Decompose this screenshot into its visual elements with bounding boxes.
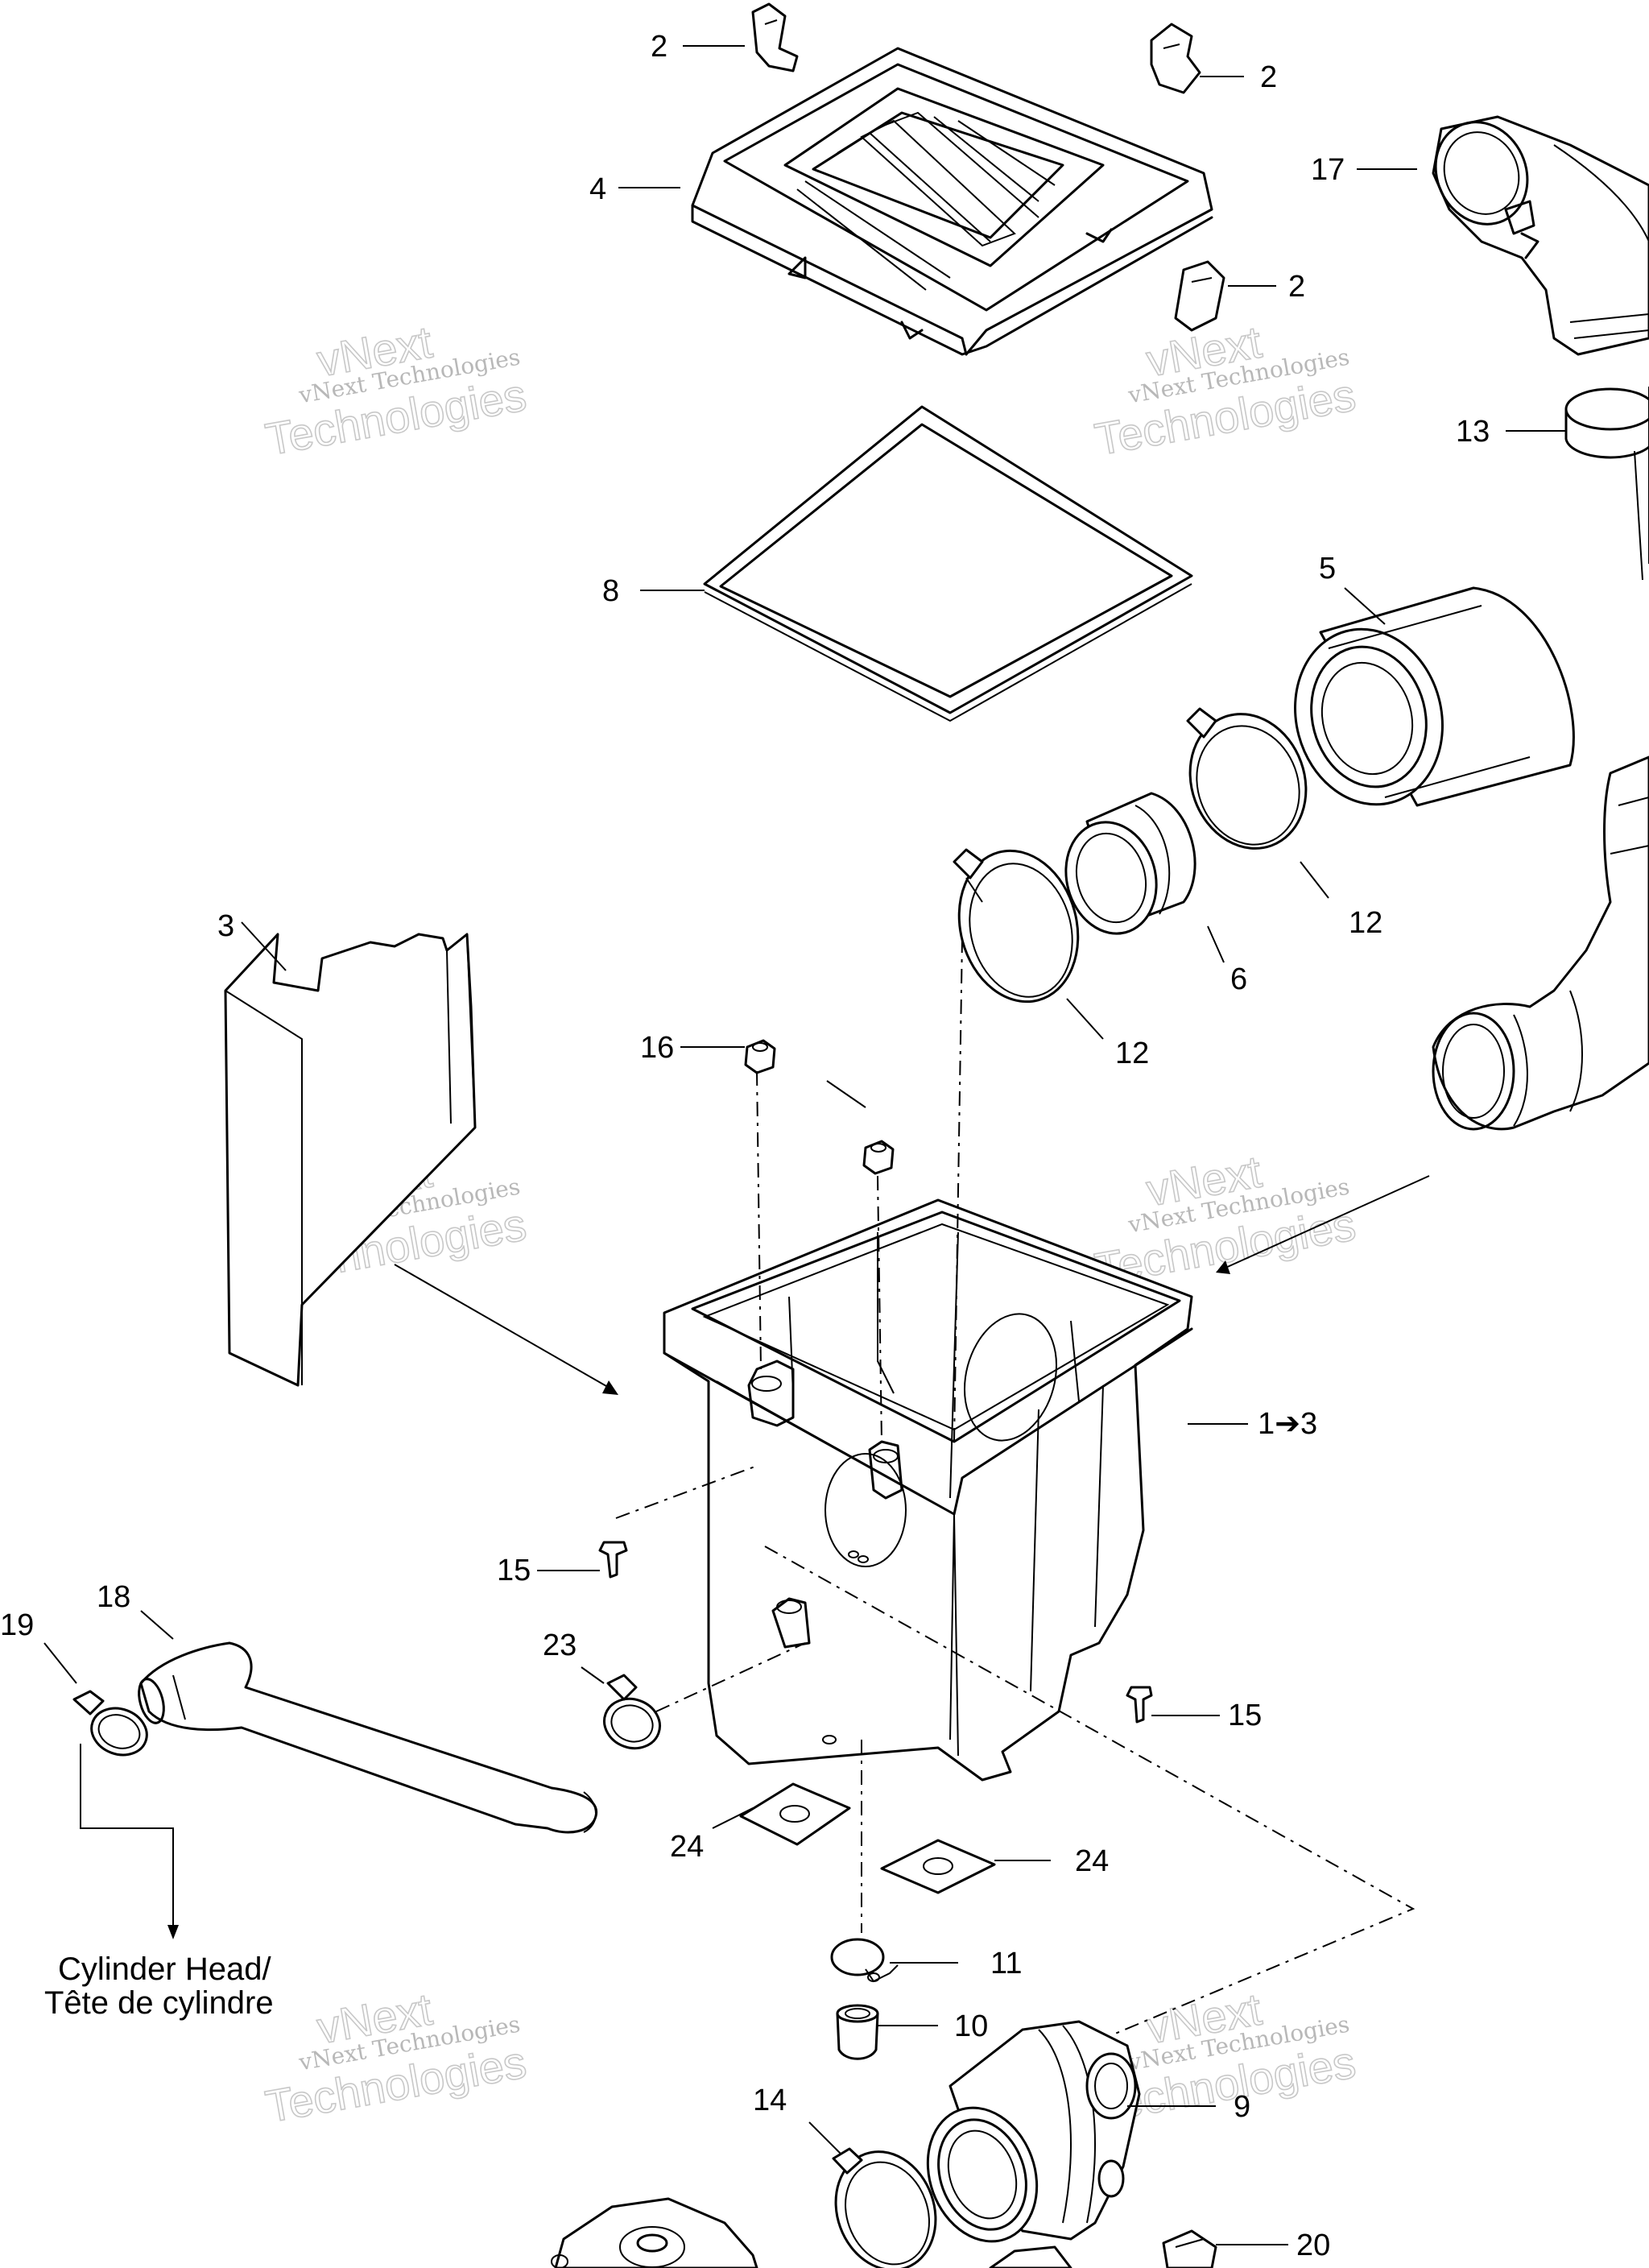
part-15-bolt-a: [598, 1541, 628, 1579]
part-24-pad-a: [739, 1782, 851, 1846]
part-11-spring-clip: [830, 1938, 899, 1983]
part-15-bolt-b: [1126, 1686, 1153, 1724]
callout-11: 11: [990, 1947, 1022, 1980]
part-12-hose-clamp-lower: [953, 848, 1080, 1004]
part-3-heat-shield: [224, 933, 477, 1387]
part-17-intake-boot: [1432, 115, 1649, 356]
callout-2: 2: [651, 30, 667, 64]
part-9-intake-adapter: [926, 2020, 1141, 2243]
part-14-hose-clamp: [832, 2147, 937, 2268]
part-2-clip-c: [1174, 260, 1225, 332]
callout-9: 9: [1234, 2090, 1250, 2124]
callout-10: 10: [954, 2009, 988, 2043]
part-8-gasket: [703, 405, 1193, 722]
part-20-sensor: [1162, 2229, 1217, 2268]
callout-13: 13: [1456, 415, 1490, 449]
callout-3: 3: [217, 909, 234, 943]
part-2-clip-b: [1150, 23, 1201, 94]
part-16-nut-b: [862, 1140, 895, 1175]
callout-15: 15: [497, 1554, 531, 1587]
part-23-hose-clamp: [603, 1674, 661, 1750]
callout-12: 12: [1349, 906, 1382, 940]
part-24-pad-b: [880, 1839, 996, 1894]
part-4-airbox-cover: [691, 47, 1213, 356]
part-2-clip-a: [751, 2, 799, 72]
leader-lines: [43, 45, 1566, 2245]
callout-17: 17: [1311, 153, 1345, 187]
callout-19: 19: [0, 1608, 34, 1642]
callout-18: 18: [97, 1580, 130, 1614]
callout-1-to-3: 1➔3: [1258, 1407, 1317, 1441]
callout-12: 12: [1115, 1037, 1149, 1070]
part-13-clamp-ring: [1564, 387, 1649, 581]
callout-16: 16: [640, 1031, 674, 1065]
part-18-drain-hose: [138, 1641, 598, 1834]
callout-2: 2: [1260, 60, 1277, 94]
callout-24: 24: [670, 1830, 704, 1864]
right-edge-throttle-duct: [1432, 755, 1649, 1131]
part-1-airbox-base: [663, 1198, 1193, 1782]
callout-24: 24: [1075, 1844, 1109, 1878]
callout-labels: 2 2 2 4 17 13 8 5 12 12 6 3 16 1➔3 15 15…: [0, 30, 1490, 2262]
arrowheads: [167, 1260, 1230, 1939]
part-6-adapter: [1064, 792, 1196, 935]
part-16-nut-a: [744, 1039, 776, 1074]
part-12-hose-clamp-upper: [1186, 707, 1308, 850]
callout-23: 23: [543, 1629, 577, 1662]
callout-14: 14: [753, 2084, 787, 2117]
note-line-1: Cylinder Head/: [58, 1951, 271, 1987]
watermark-bottom-left: vNext vNext Technologies Technologies: [261, 1983, 530, 2133]
part-19-hose-clamp: [72, 1690, 148, 1757]
watermark-top-left: vNext vNext Technologies Technologies: [261, 316, 530, 466]
assembly-centerlines: [615, 937, 1415, 2034]
callout-5: 5: [1319, 552, 1336, 586]
watermark-top-right: vNext vNext Technologies Technologies: [1090, 316, 1359, 466]
callout-20: 20: [1296, 2229, 1330, 2262]
callout-15: 15: [1228, 1699, 1262, 1732]
callout-6: 6: [1230, 962, 1247, 996]
cylinder-head-note: Cylinder Head/ Tête de cylindre: [44, 1951, 274, 2021]
callout-8: 8: [602, 574, 619, 608]
note-line-2: Tête de cylindre: [44, 1985, 274, 2021]
part-10-drain-plug: [836, 2004, 879, 2060]
bottom-throttle-body-partial: [551, 2197, 1072, 2268]
callout-4: 4: [589, 172, 606, 206]
callout-2: 2: [1288, 270, 1305, 304]
part-5-air-filter: [1294, 586, 1575, 807]
